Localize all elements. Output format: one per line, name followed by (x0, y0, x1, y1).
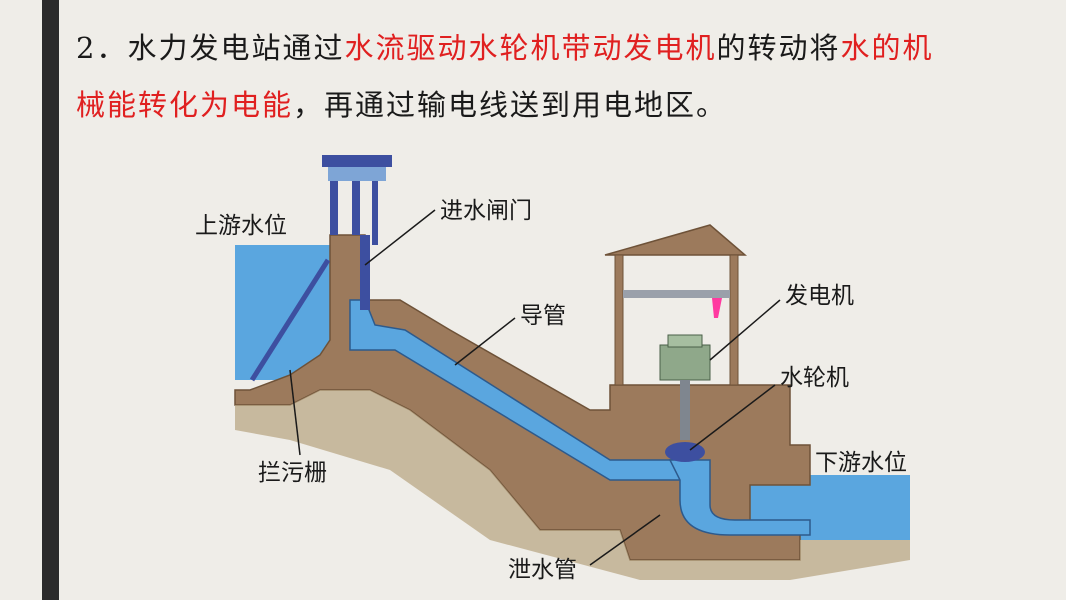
powerhouse-pillar-right (729, 254, 739, 386)
crane-beam (623, 290, 730, 298)
generator-cap (667, 334, 703, 348)
label-tailrace: 泄水管 (508, 557, 577, 583)
label-generator: 发电机 (785, 283, 854, 309)
leader-tailrace (589, 514, 661, 566)
generator-body (659, 344, 711, 381)
text-line-2: 械能转化为电能，再通过输电线送到用电地区。 (76, 77, 1056, 134)
gate-post-2 (352, 180, 360, 235)
label-trash-rack: 拦污栅 (258, 460, 327, 486)
leader-penstock (454, 317, 516, 366)
label-downstream-level: 下游水位 (815, 450, 907, 476)
highlight-water-mech-1: 水的机 (840, 31, 934, 65)
text-line-1: 2．水力发电站通过水流驱动水轮机带动发电机的转动将水的机 (76, 20, 1056, 77)
label-turbine: 水轮机 (780, 365, 849, 391)
leader-intake-gate (364, 209, 436, 266)
gate-hoist (328, 167, 386, 181)
crane-hook (712, 298, 722, 318)
line1-mid: 的转动将 (716, 31, 841, 65)
left-accent-bar (42, 0, 59, 600)
leader-turbine (689, 384, 776, 451)
trash-rack-line (249, 258, 331, 382)
turbine-shaft (680, 380, 690, 440)
label-intake-gate: 进水闸门 (440, 198, 532, 224)
powerhouse-roof (604, 224, 748, 256)
gate-post-1 (330, 180, 338, 235)
highlight-water-mech-2: 械能转化为电能 (76, 88, 294, 122)
gate-post-3 (372, 180, 378, 245)
label-penstock: 导管 (520, 303, 566, 329)
turbine-runner (665, 442, 705, 462)
line1-prefix: 2．水力发电站通过 (76, 31, 345, 65)
upstream-water (235, 245, 330, 380)
tailrace-pipe (668, 459, 811, 536)
ground-layer (235, 390, 910, 580)
intake-gate (360, 235, 370, 310)
description-text: 2．水力发电站通过水流驱动水轮机带动发电机的转动将水的机 械能转化为电能，再通过… (76, 20, 1056, 134)
gate-header (322, 155, 392, 167)
hydropower-diagram: 上游水位 进水闸门 导管 发电机 水轮机 下游水位 拦污栅 泄水管 (195, 155, 910, 583)
label-upstream-level: 上游水位 (195, 213, 287, 239)
highlight-water-drive: 水流驱动水轮机带动发电机 (344, 31, 717, 65)
leader-generator (709, 299, 781, 361)
powerhouse-pillar-left (614, 254, 624, 386)
leader-trash-rack (289, 369, 301, 456)
line2-suffix: ，再通过输电线送到用电地区。 (293, 88, 728, 122)
